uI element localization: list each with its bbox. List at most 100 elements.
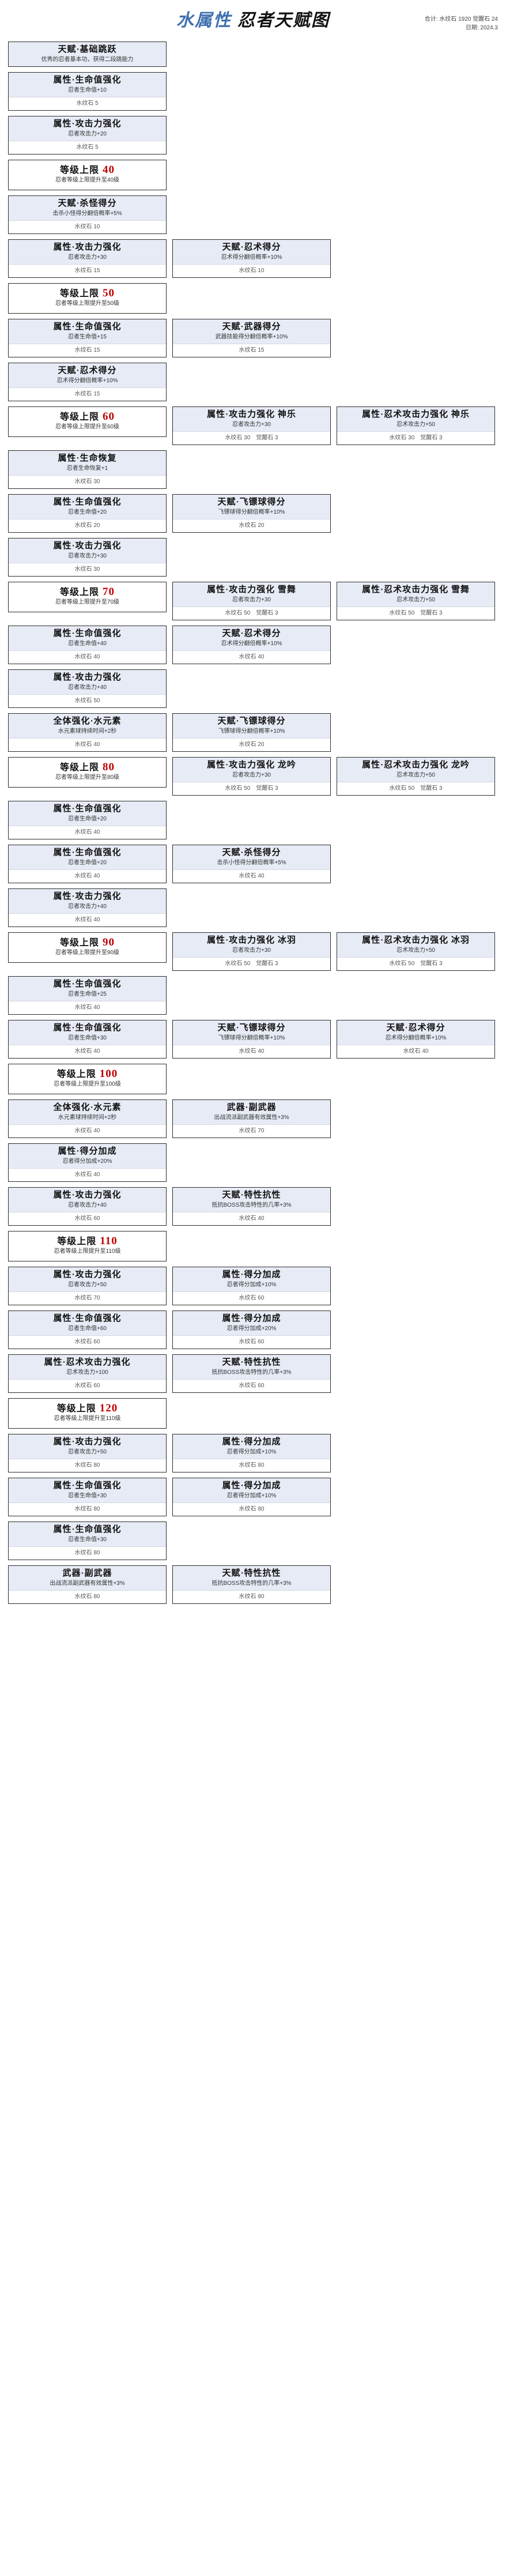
cost-primary: 水纹石 60: [74, 1215, 100, 1222]
card-title: 武器·副武器: [62, 1569, 112, 1578]
card-cost: 水纹石 50: [9, 694, 166, 707]
talent-card[interactable]: 天赋·飞镖球得分飞镖球得分翻倍概率+10%水纹石 20: [172, 494, 331, 533]
talent-card[interactable]: 天赋·特性抗性抵抗BOSS攻击特性的几率+3%水纹石 60: [172, 1354, 331, 1393]
card-description: 忍者等级上限提升至110级: [54, 1248, 121, 1255]
cost-secondary: 觉醒石 3: [256, 961, 278, 967]
card-cost: 水纹石 40: [173, 1212, 330, 1225]
card-description: 忍者等级上限提升至50级: [55, 300, 120, 307]
talent-card[interactable]: 属性·得分加成忍者得分加成+20%水纹石 40: [8, 1143, 167, 1182]
card-description: 忍者生命恢复+1: [66, 465, 108, 472]
talent-card[interactable]: 天赋·忍术得分忍术得分翻倍概率+10%水纹石 15: [8, 363, 167, 401]
card-description: 忍者攻击力+50: [68, 1282, 107, 1288]
talent-card[interactable]: 天赋·特性抗性抵抗BOSS攻击特性的几率+3%水纹石 80: [172, 1565, 331, 1604]
card-description: 忍者攻击力+30: [232, 597, 271, 603]
card-head: 天赋·特性抗性抵抗BOSS攻击特性的几率+3%: [173, 1355, 330, 1379]
card-head: 属性·得分加成忍者得分加成+10%: [173, 1478, 330, 1502]
talent-card[interactable]: 天赋·飞镖球得分飞镖球得分翻倍概率+10%水纹石 40: [172, 1020, 331, 1059]
talent-card[interactable]: 全体强化·水元素水元素球持续时间+2秒水纹石 40: [8, 713, 167, 752]
card-cost: 水纹石 80: [173, 1590, 330, 1603]
talent-card[interactable]: 武器·副武器出战流派副武器有效属性+3%水纹石 80: [8, 1565, 167, 1604]
level-cap-number: 50: [103, 287, 115, 299]
talent-card[interactable]: 天赋·杀怪得分击杀小怪得分翻倍概率+5%水纹石 10: [8, 195, 167, 234]
talent-card[interactable]: 天赋·忍术得分忍术得分翻倍概率+10%水纹石 40: [337, 1020, 495, 1059]
card-description: 忍者等级上限提升至100级: [54, 1081, 121, 1087]
talent-card[interactable]: 属性·得分加成忍者得分加成+20%水纹石 60: [172, 1310, 331, 1349]
talent-card[interactable]: 属性·得分加成忍者得分加成+10%水纹石 80: [172, 1434, 331, 1472]
talent-card[interactable]: 属性·得分加成忍者得分加成+10%水纹石 60: [172, 1267, 331, 1305]
talent-card[interactable]: 天赋·忍术得分忍术得分翻倍概率+10%水纹石 40: [172, 626, 331, 664]
talent-card[interactable]: 天赋·基础跳跃优秀的忍者基本功，获得二段跳能力: [8, 42, 167, 67]
talent-card[interactable]: 全体强化·水元素水元素球持续时间+2秒水纹石 40: [8, 1099, 167, 1138]
card-cost: 水纹石 30: [9, 475, 166, 488]
card-cost: 水纹石 40: [9, 650, 166, 664]
cost-primary: 水纹石 40: [74, 1128, 100, 1134]
page-title: 水属性忍者天赋图: [0, 6, 506, 31]
talent-card[interactable]: 天赋·武器得分武器技能得分翻倍概率+10%水纹石 15: [172, 319, 331, 357]
talent-card[interactable]: 天赋·飞镖球得分飞镖球得分翻倍概率+10%水纹石 20: [172, 713, 331, 752]
cost-primary: 水纹石 20: [239, 522, 265, 529]
cost-primary: 水纹石 60: [239, 1295, 265, 1301]
talent-card[interactable]: 天赋·特性抗性抵抗BOSS攻击特性的几率+3%水纹石 40: [172, 1187, 331, 1226]
card-head: 属性·生命值强化忍者生命值+30: [9, 1522, 166, 1546]
talent-card[interactable]: 天赋·杀怪得分击杀小怪得分翻倍概率+5%水纹石 40: [172, 845, 331, 883]
talent-card[interactable]: 天赋·忍术得分忍术得分翻倍概率+10%水纹石 10: [172, 239, 331, 278]
card-cost: 水纹石 70: [173, 1124, 330, 1138]
talent-card[interactable]: 属性·得分加成忍者得分加成+10%水纹石 80: [172, 1478, 331, 1516]
card-head: 天赋·杀怪得分击杀小怪得分翻倍概率+5%: [9, 196, 166, 220]
level-cap-number: 100: [99, 1068, 118, 1080]
card-title: 属性·生命值强化: [53, 1481, 122, 1490]
card-head: 属性·得分加成忍者得分加成+20%: [173, 1311, 330, 1335]
card-description: 忍者生命值+30: [68, 1536, 107, 1543]
talent-card[interactable]: 武器·副武器出战流派副武器有效属性+3%水纹石 70: [172, 1099, 331, 1138]
card-title: 属性·忍术攻击力强化: [44, 1358, 131, 1367]
cost-primary: 水纹石 40: [74, 741, 100, 748]
card-head: 属性·忍术攻击力强化 龙吟忍术攻击力+50: [337, 758, 494, 782]
